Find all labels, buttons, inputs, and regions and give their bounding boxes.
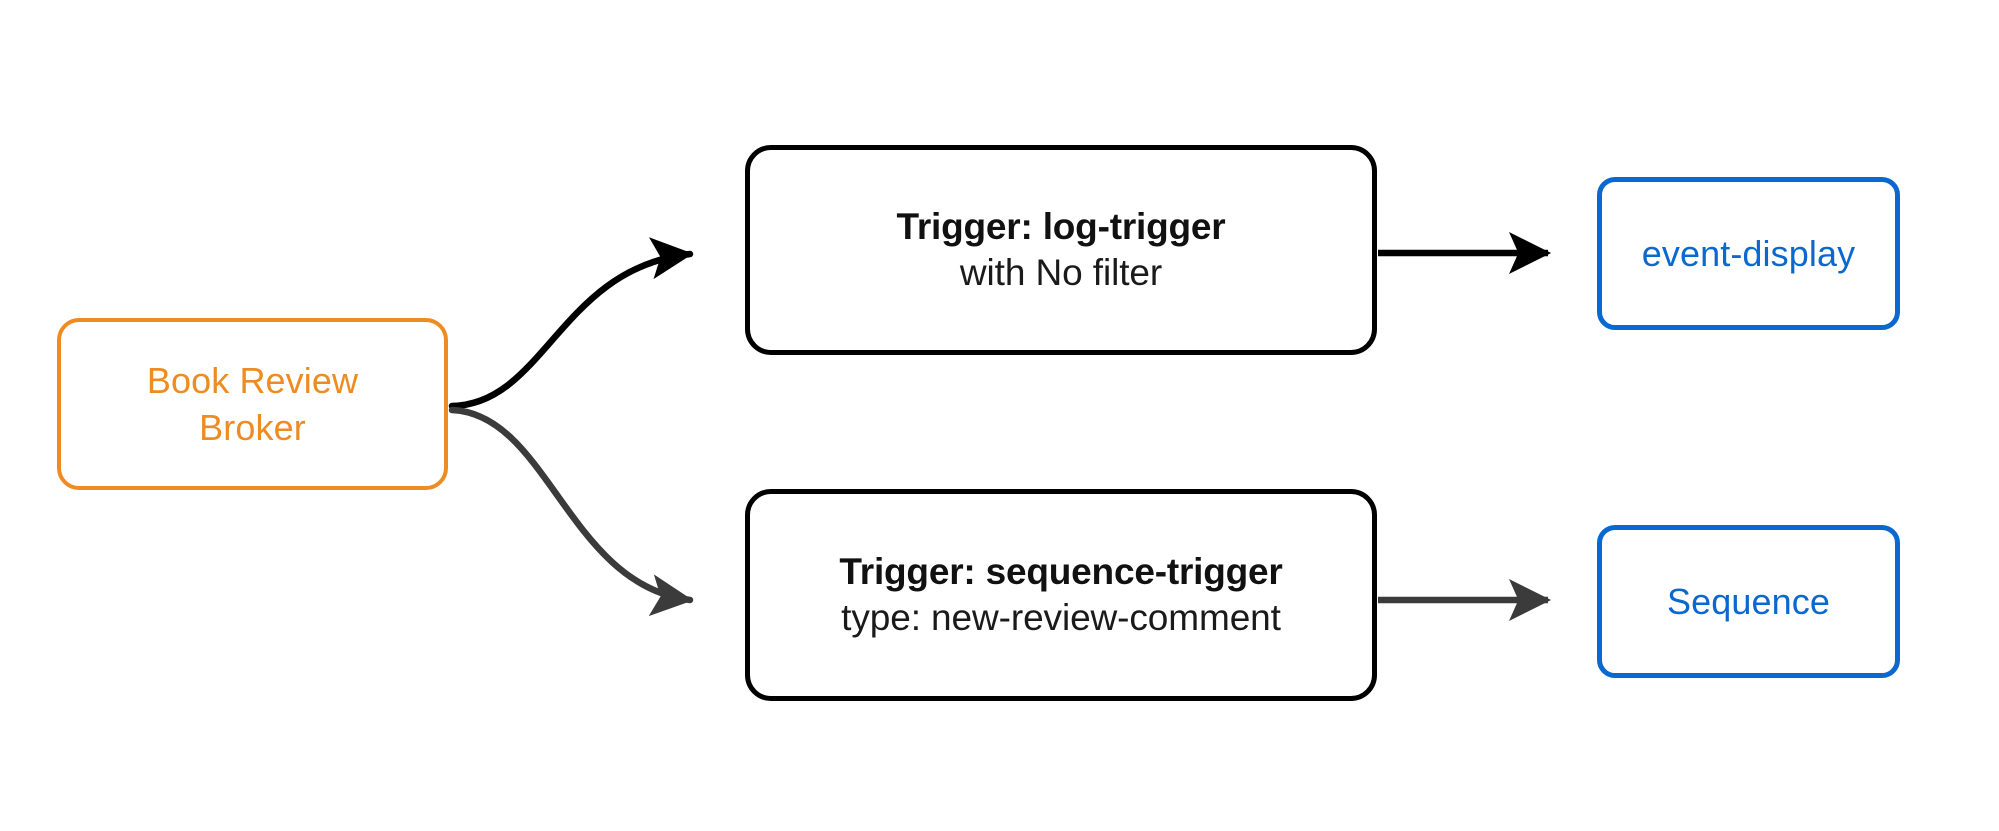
edge-broker-to-sequence-trigger (448, 406, 694, 617)
broker-label-line1: Book Review (146, 360, 359, 401)
node-event-display[interactable]: event-display (1597, 177, 1900, 330)
sequence-trigger-subtitle: type: new-review-comment (841, 597, 1281, 638)
log-trigger-title: Trigger: log-trigger (896, 206, 1226, 247)
log-trigger-subtitle: with No filter (959, 252, 1163, 293)
event-display-label: event-display (1641, 232, 1856, 274)
node-log-trigger[interactable]: Trigger: log-trigger with No filter (745, 145, 1377, 355)
edge-broker-to-log-trigger (448, 237, 694, 410)
sequence-label: Sequence (1667, 580, 1830, 622)
node-sequence-trigger[interactable]: Trigger: sequence-trigger type: new-revi… (745, 489, 1377, 701)
sequence-trigger-title: Trigger: sequence-trigger (839, 551, 1283, 592)
node-sequence[interactable]: Sequence (1597, 525, 1900, 678)
node-book-review-broker[interactable]: Book Review Broker (57, 318, 448, 490)
broker-label-line2: Broker (199, 407, 306, 448)
